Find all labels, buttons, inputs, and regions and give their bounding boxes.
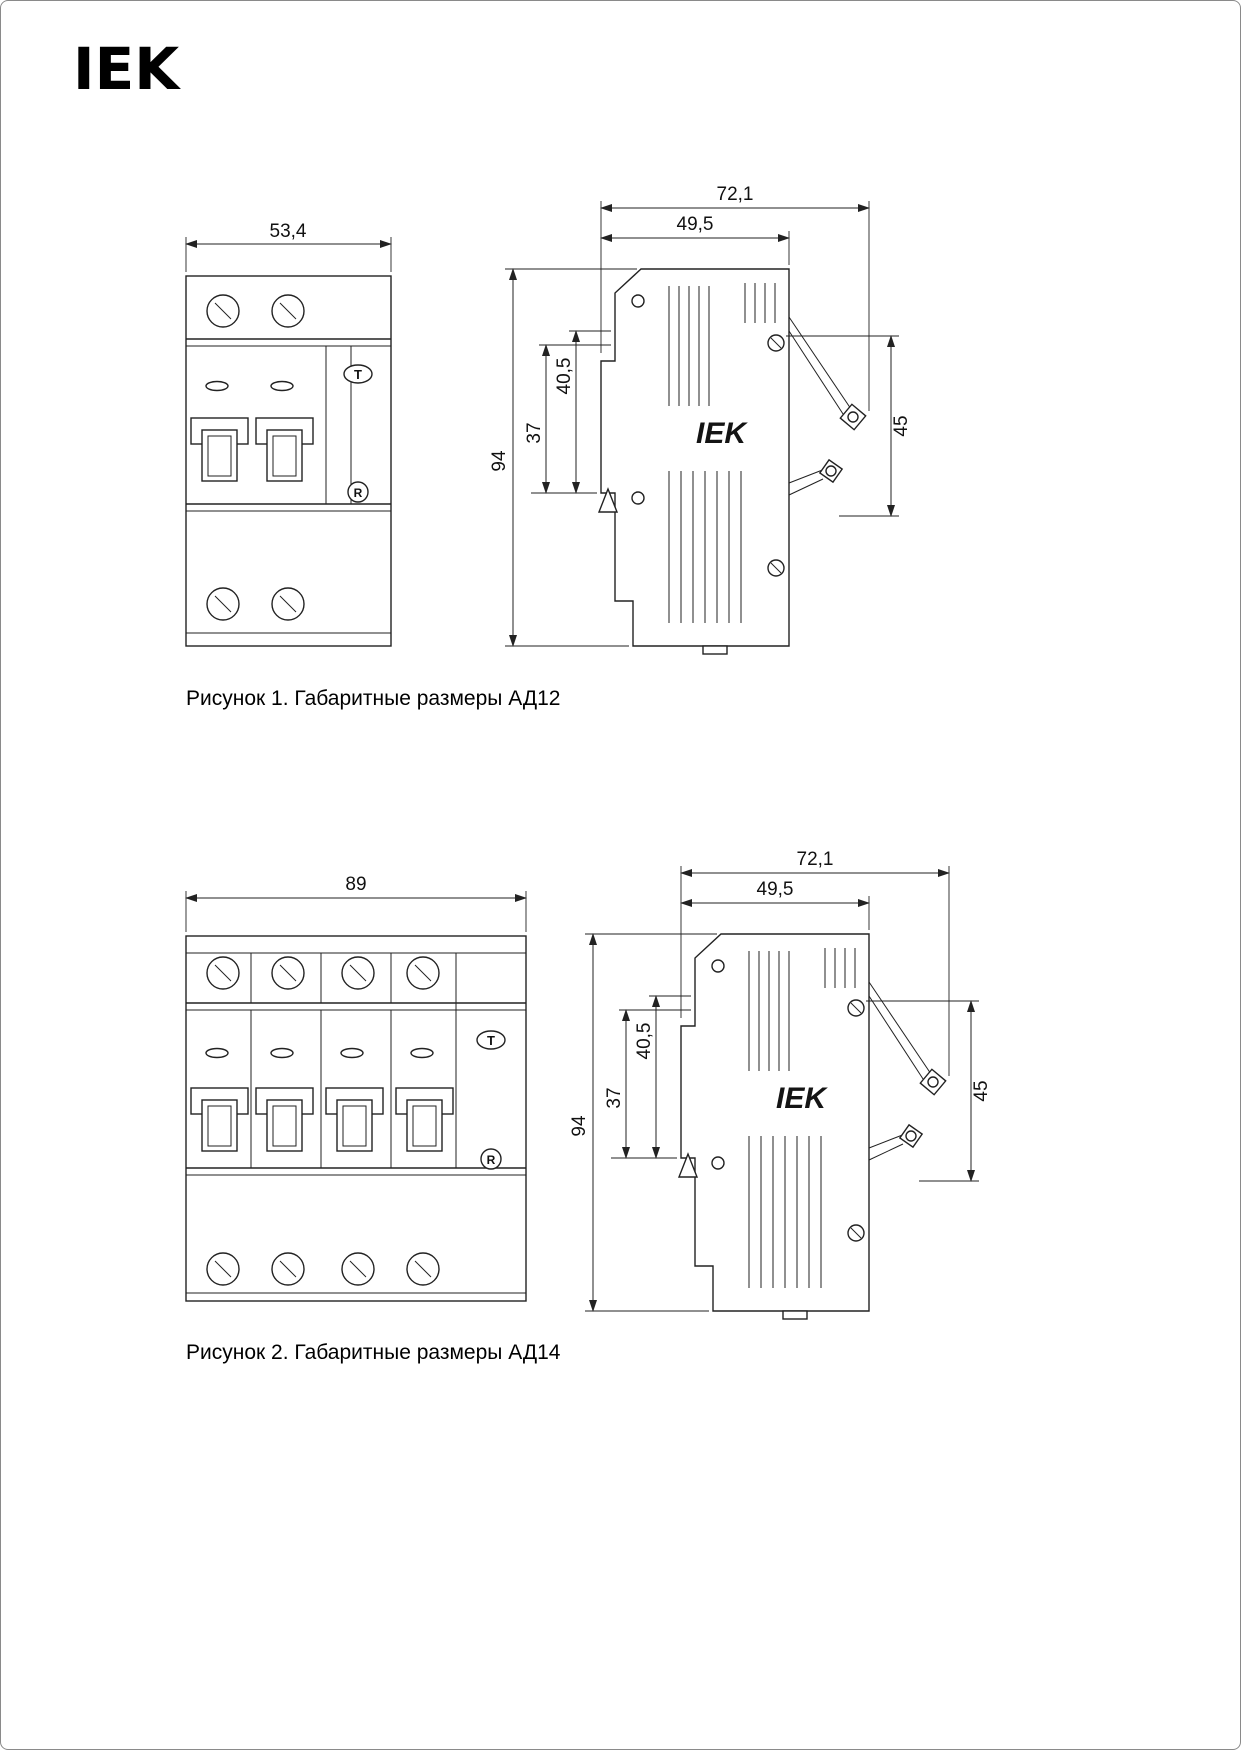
fig1-bottom-terminal-screws <box>206 587 305 621</box>
fig2-front-width-label: 89 <box>345 874 366 895</box>
fig2-test-button: T <box>476 1030 506 1050</box>
fig1-side-top-terminal <box>788 316 867 431</box>
fig2-side-dim-body-width: 49,5 <box>680 879 870 930</box>
fig2-side-dim-rail: 45 <box>866 1000 992 1182</box>
fig1-top-terminal-screws <box>206 294 305 328</box>
figure1-drawing: T R <box>185 184 912 655</box>
fig1-side-dim-body-width: 49,5 <box>600 214 790 265</box>
fig1-test-button-label: T <box>354 367 362 382</box>
fig2-dim-height-label: 94 <box>569 1115 590 1137</box>
fig1-side-iek-logo: IEK <box>696 417 748 450</box>
fig1-front-view: T R <box>185 221 392 647</box>
fig1-label-windows <box>205 380 294 392</box>
fig2-side-iek-logo: IEK <box>776 1082 828 1115</box>
fig1-front-width-dimension: 53,4 <box>185 221 392 272</box>
fig2-toggle-handles <box>190 1087 454 1152</box>
fig2-dim-inner-label: 37 <box>604 1087 625 1108</box>
fig1-dim-inner-label: 37 <box>524 422 545 443</box>
fig2-front-width-dimension: 89 <box>185 874 527 932</box>
fig1-side-vent-slats-top <box>668 283 776 406</box>
fig1-toggle-handles <box>190 417 314 482</box>
fig1-side-dim-height: 94 <box>489 268 637 647</box>
fig2-top-terminal-screws <box>206 956 440 990</box>
figure2-drawing: T R <box>185 849 992 1320</box>
fig1-side-vent-slats-bottom <box>668 471 742 623</box>
fig2-label-windows <box>205 1047 434 1059</box>
fig2-front-view: T R <box>185 874 527 1302</box>
fig1-test-button: T <box>343 364 373 384</box>
fig2-side-dim-total-width: 72,1 <box>680 849 950 1076</box>
fig2-dim-rail-label: 45 <box>971 1080 992 1101</box>
fig1-dim-upper-label: 40,5 <box>554 358 575 395</box>
fig2-side-dim-upper: 40,5 <box>611 995 691 1159</box>
fig2-side-view: IEK <box>569 849 992 1320</box>
fig1-side-dim-rail: 45 <box>786 335 912 517</box>
fig2-bottom-terminal-screws <box>206 1252 440 1286</box>
fig2-side-rivets <box>711 959 865 1242</box>
fig2-dim-total-label: 72,1 <box>797 849 834 870</box>
fig2-dim-body-label: 49,5 <box>757 879 794 900</box>
fig2-side-bottom-terminal <box>868 1123 924 1161</box>
figure2-caption: Рисунок 2. Габаритные размеры АД14 <box>186 1341 561 1364</box>
fig2-side-vent-slats-bottom <box>748 1136 822 1288</box>
fig1-side-view: IEK <box>489 184 912 655</box>
fig1-side-dim-total-width: 72,1 <box>600 184 870 411</box>
fig1-dim-body-label: 49,5 <box>677 214 714 235</box>
figure1-caption: Рисунок 1. Габаритные размеры АД12 <box>186 687 561 710</box>
fig2-side-vent-slats-top <box>748 948 856 1071</box>
fig1-side-dim-inner: 37 <box>524 344 611 494</box>
fig2-dim-upper-label: 40,5 <box>634 1023 655 1060</box>
fig1-dim-height-label: 94 <box>489 450 510 472</box>
fig1-side-rivets <box>631 294 785 577</box>
fig1-dim-total-label: 72,1 <box>717 184 754 205</box>
fig1-reset-button-label: R <box>354 486 363 500</box>
fig2-side-top-terminal <box>868 981 947 1096</box>
iek-logo: IEK <box>73 35 180 103</box>
fig1-side-bottom-terminal <box>788 458 844 496</box>
fig1-reset-button: R <box>347 481 369 503</box>
fig2-reset-button-label: R <box>487 1153 496 1167</box>
fig1-dim-rail-label: 45 <box>891 415 912 436</box>
fig1-side-dim-upper: 40,5 <box>531 330 611 494</box>
fig1-front-width-label: 53,4 <box>270 221 307 242</box>
fig2-side-dim-height: 94 <box>569 933 717 1312</box>
fig2-test-button-label: T <box>487 1033 495 1048</box>
fig2-reset-button: R <box>480 1148 502 1170</box>
fig2-side-dim-inner: 37 <box>604 1009 691 1159</box>
